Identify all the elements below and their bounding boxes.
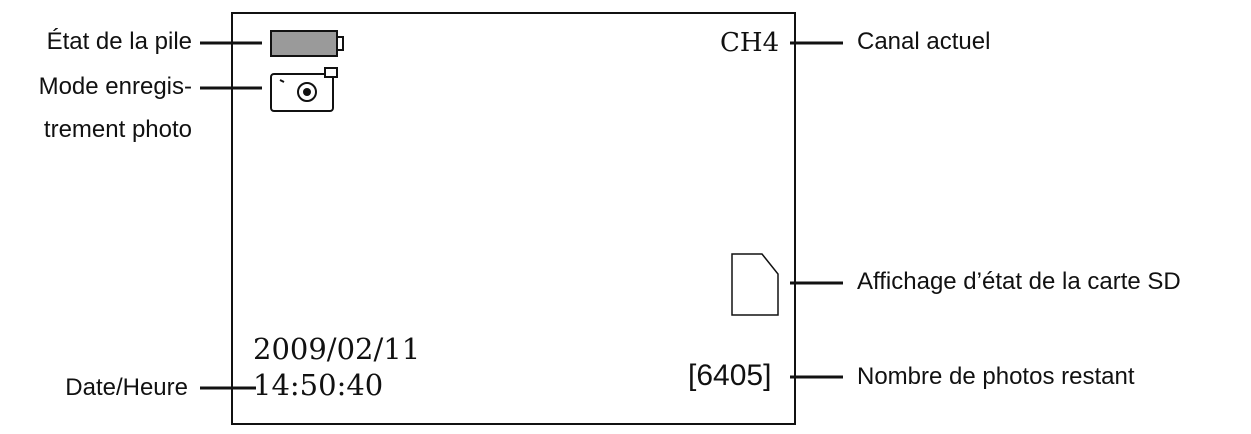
- channel-readout: CH4: [720, 28, 780, 58]
- sd-card-icon: [731, 253, 779, 316]
- battery-icon: [270, 30, 344, 57]
- label-sd-card: Affichage d’état de la carte SD: [857, 268, 1181, 295]
- label-photo-mode-1: Mode enregis-: [38, 73, 192, 100]
- label-photos-remaining: Nombre de photos restant: [857, 363, 1135, 390]
- date-readout: 2009/02/11: [253, 332, 421, 366]
- label-channel: Canal actuel: [857, 28, 991, 55]
- time-readout: 14:50:40: [253, 368, 384, 402]
- photos-remaining-readout: [6405]: [688, 359, 772, 392]
- label-datetime: Date/Heure: [65, 374, 188, 401]
- label-battery: État de la pile: [46, 28, 192, 55]
- label-photo-mode-2: trement photo: [43, 116, 192, 143]
- lcd-screen: [231, 12, 796, 425]
- camera-icon: [270, 67, 338, 112]
